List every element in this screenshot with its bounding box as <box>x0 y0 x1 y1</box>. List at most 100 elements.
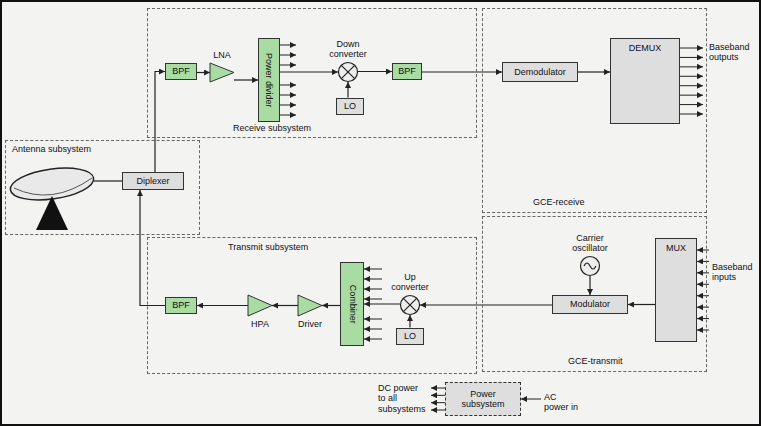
mixer-symbol <box>338 62 358 82</box>
circle-outline <box>339 63 358 82</box>
component-label: Carrier oscillator <box>560 233 620 253</box>
port-line <box>280 65 296 66</box>
amplifier-triangle: LNA <box>210 63 234 82</box>
port-line <box>697 261 709 262</box>
port-line <box>680 66 703 67</box>
region-label: Antenna subsystem <box>12 144 91 154</box>
feed-horn <box>36 196 68 230</box>
box-label: BPF <box>172 300 190 310</box>
port-line <box>280 115 296 116</box>
signal-connector <box>422 71 502 72</box>
port-line <box>521 399 541 400</box>
power-label: DC power to all subsystems <box>378 383 426 414</box>
mixer-circle: Down converter <box>338 62 358 82</box>
feed-line <box>94 180 122 181</box>
oscillator-box: LO <box>336 98 364 115</box>
port-line <box>364 279 382 280</box>
demux-box: DEMUX <box>610 38 680 124</box>
port-line <box>680 76 703 77</box>
equipment-region: GCE-receive Demodulator DEMUX <box>482 8 707 213</box>
filter-box: BPF <box>392 63 422 80</box>
circle-outline <box>401 296 420 315</box>
box-label: Combiner <box>347 284 357 323</box>
port-line <box>431 410 445 411</box>
component-label: Up converter <box>385 272 435 292</box>
triangle-symbol <box>248 295 272 316</box>
port-line <box>364 329 382 330</box>
signal-connector <box>272 305 298 306</box>
port-line <box>680 48 703 49</box>
signal-connector <box>322 305 340 306</box>
circle-outline <box>581 257 600 276</box>
box-label: LO <box>344 101 356 111</box>
port-line <box>364 269 382 270</box>
equipment-region: GCE-transmit Carrier oscillatorModulator M… <box>482 216 707 372</box>
port-line <box>680 85 703 86</box>
port-line <box>680 104 703 105</box>
signal-connector <box>628 304 655 305</box>
signal-connector <box>578 71 610 72</box>
port-line <box>280 95 296 96</box>
signal-connector <box>589 276 590 295</box>
signal-connector <box>234 79 258 80</box>
triangle-outline <box>298 295 322 316</box>
signal-connector <box>197 305 248 306</box>
signal-connector <box>197 72 210 73</box>
port-line <box>680 114 703 115</box>
box-label: DEMUX <box>629 43 662 53</box>
filter-box: BPF <box>165 297 197 314</box>
amplifier-triangle: Driver <box>298 295 322 316</box>
triangle-symbol <box>298 295 322 316</box>
oscillator-symbol <box>580 256 600 276</box>
port-line <box>697 272 709 273</box>
region-label: GCE-receive <box>533 197 585 207</box>
component-label: HPA <box>251 319 269 329</box>
region-label: GCE-transmit <box>568 356 623 366</box>
triangle-outline <box>210 63 234 82</box>
signal-connector <box>155 72 165 173</box>
port-line <box>431 395 445 396</box>
signal-connector <box>280 71 338 72</box>
signal-label: Baseband outputs <box>709 42 755 63</box>
box-label: LO <box>404 331 416 341</box>
signal-connector <box>358 71 392 72</box>
signal-connector <box>420 304 552 305</box>
port-line <box>280 55 296 56</box>
combiner-box: Combiner <box>340 262 364 346</box>
region-label: Transmit subsystem <box>228 242 308 252</box>
signal-connector <box>409 315 410 328</box>
box-label: MUX <box>666 243 686 253</box>
box-label: Demodulator <box>514 67 566 77</box>
mixer-symbol <box>400 295 420 315</box>
port-line <box>280 45 296 46</box>
sine-wave <box>584 263 596 269</box>
component-label: LNA <box>213 50 231 60</box>
port-line <box>280 85 296 86</box>
port-line <box>680 95 703 96</box>
signal-label: Baseband inputs <box>712 262 758 283</box>
mux-box: MUX <box>655 238 697 342</box>
dish-rim <box>14 178 92 195</box>
box-label: BPF <box>398 66 416 76</box>
signal-connector <box>364 303 400 304</box>
port-line <box>364 289 382 290</box>
port-line <box>364 339 382 340</box>
mixer-cross <box>403 298 416 311</box>
component-label: Driver <box>298 319 322 329</box>
signal-connector <box>140 190 165 306</box>
connectors <box>140 72 655 328</box>
box-label: BPF <box>172 66 190 76</box>
box-label: Power subsystem <box>457 389 509 410</box>
port-line <box>431 402 445 403</box>
port-line <box>697 295 709 296</box>
modulator-box: Modulator <box>552 295 628 314</box>
diplexer-box: Diplexer <box>122 172 184 190</box>
box-label: Power divider <box>264 53 274 108</box>
subsystem-region: Antenna subsystemDiplexer <box>5 140 200 235</box>
power-box: Power subsystem <box>445 382 521 416</box>
port-line <box>680 57 703 58</box>
power-label: AC power in <box>544 392 580 413</box>
subsystem-region: Transmit subsystemBPF HPA Driver Combiner Up… <box>147 237 477 374</box>
port-line <box>364 299 382 300</box>
